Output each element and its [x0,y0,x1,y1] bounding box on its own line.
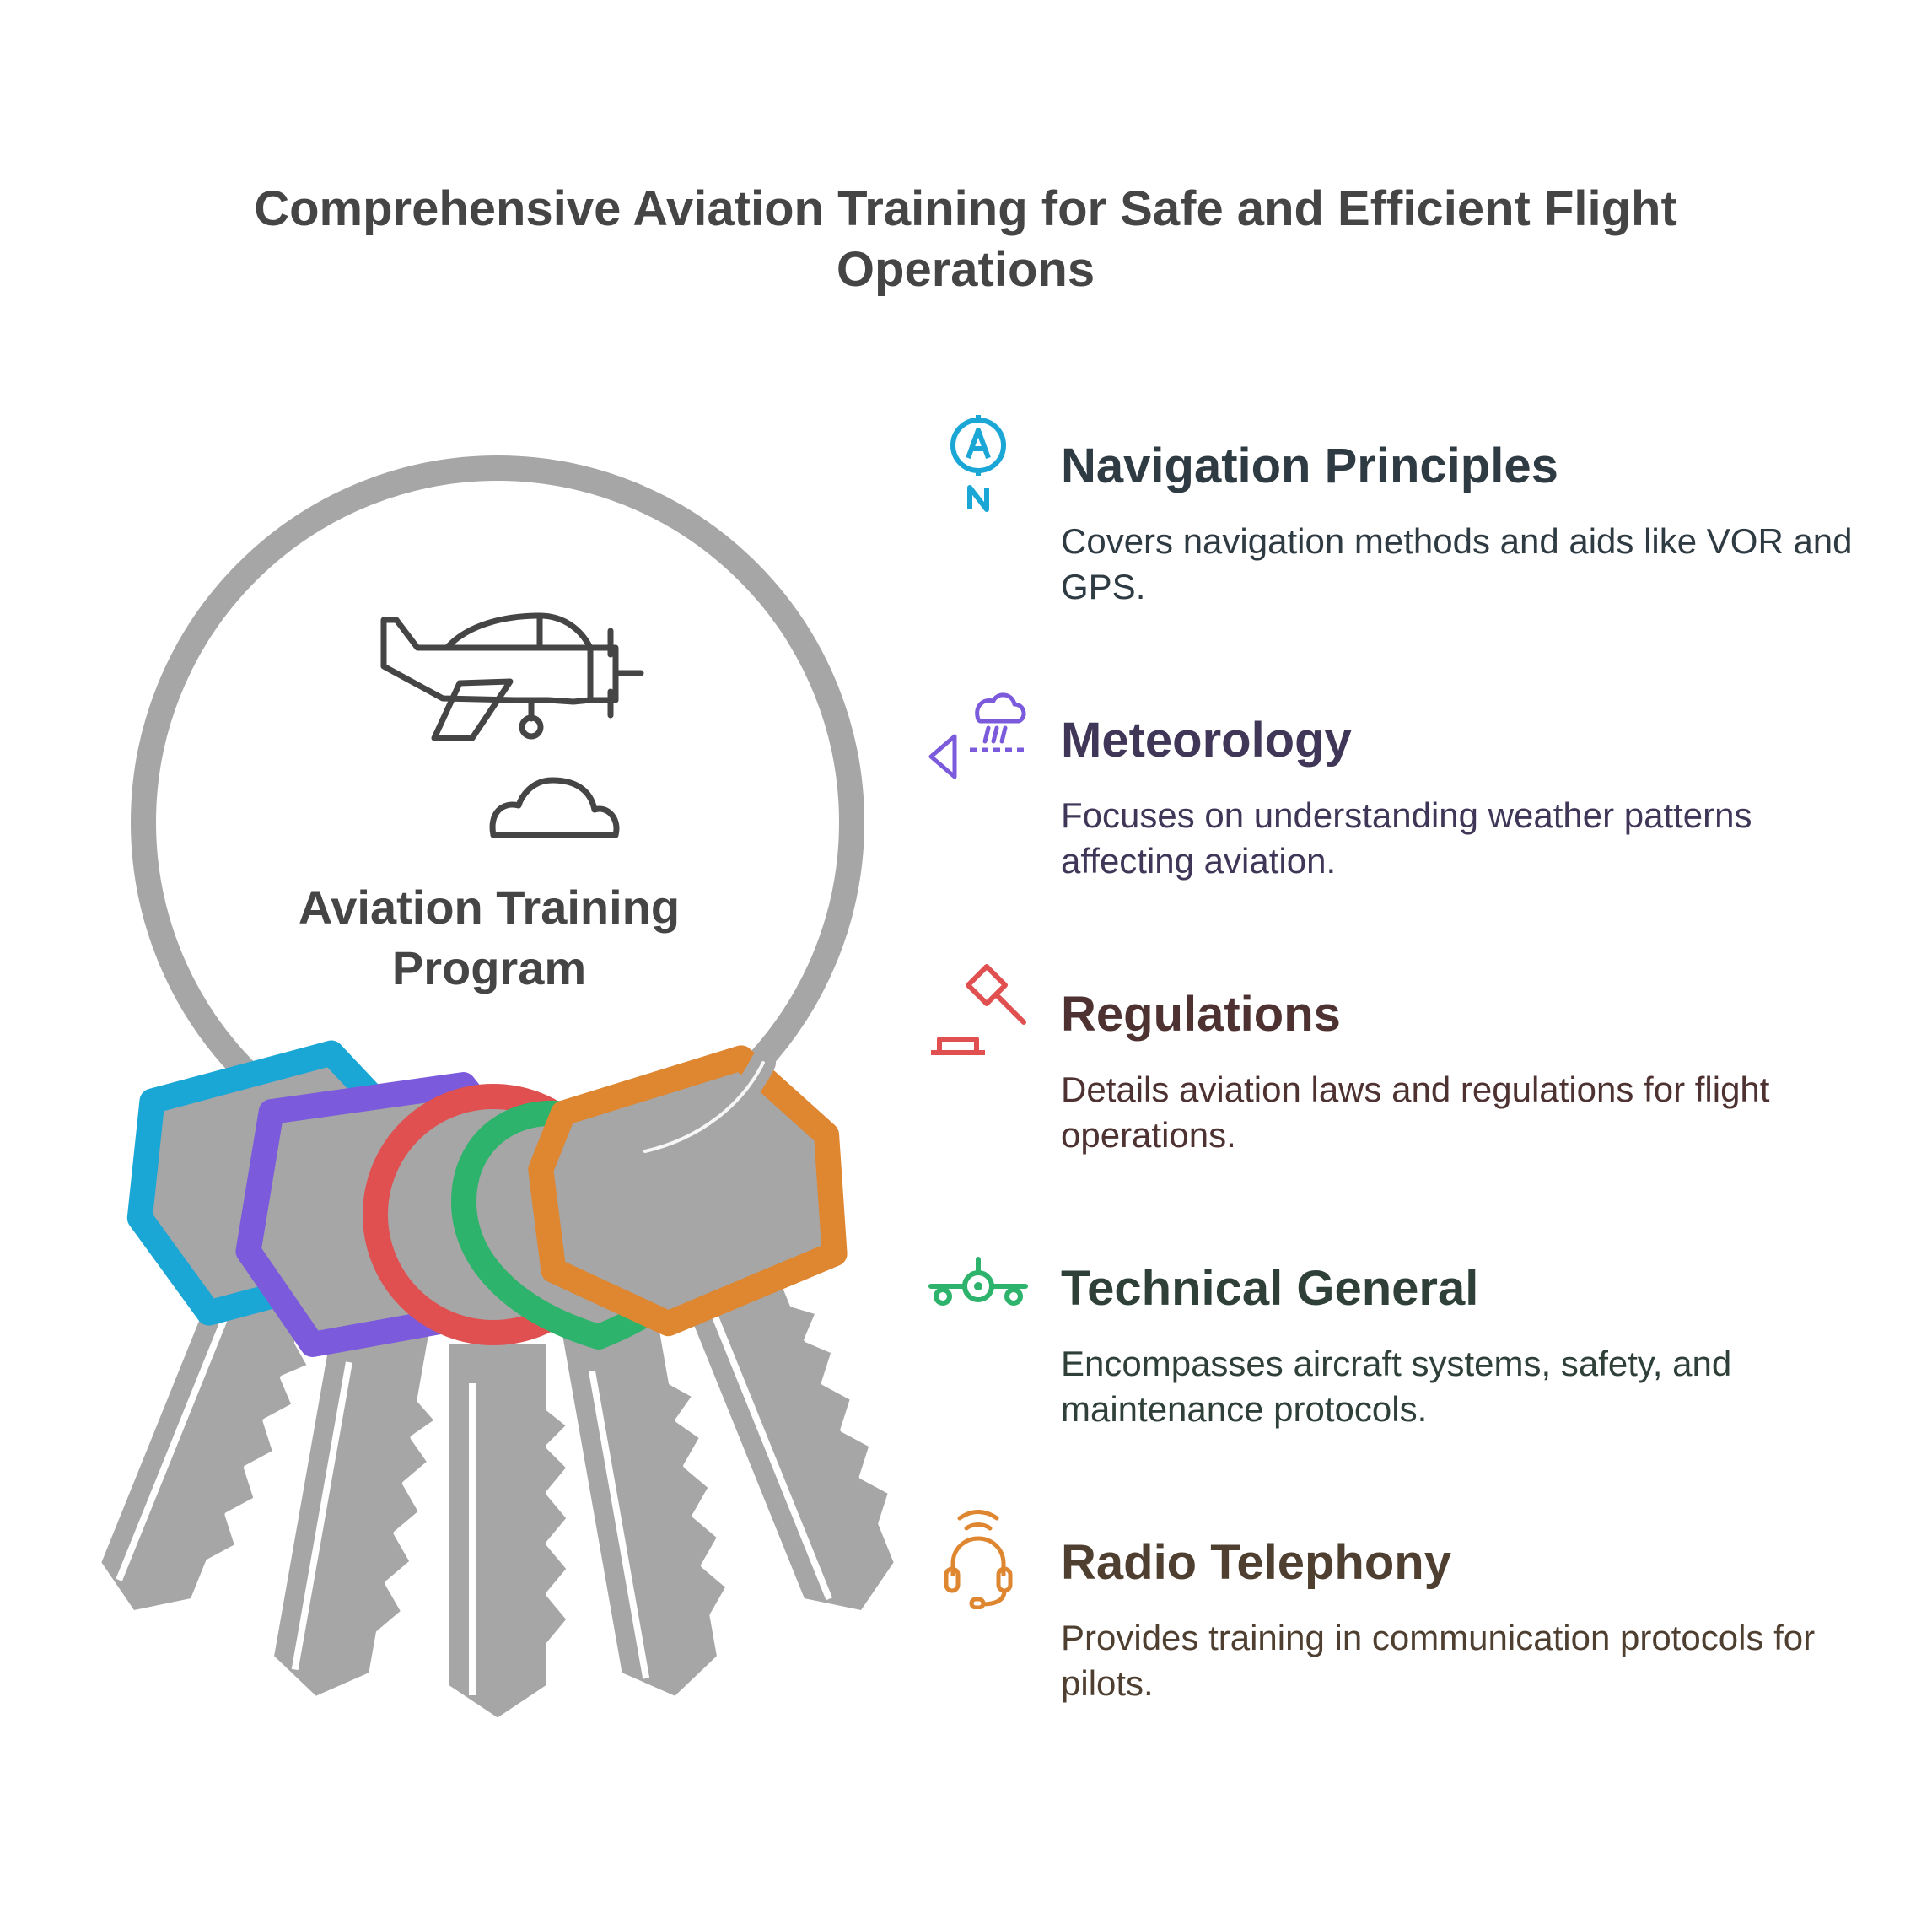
gavel-icon [931,964,1026,1055]
item-meteorology: Meteorology Focuses on understanding wea… [928,692,1897,881]
center-label: Aviation Training Program [298,881,681,994]
item-title: Regulations [1061,987,1341,1042]
item-regulations: Regulations Details aviation laws and re… [928,964,1897,1155]
keys-group [96,1239,899,1723]
item-title: Technical General [1061,1261,1479,1316]
item-description: Focuses on understanding weather pattern… [1061,795,1752,881]
airplane-icon [380,612,644,741]
item-title: Navigation Principles [1061,439,1558,493]
compass-icon [950,415,1006,512]
key-red-blade [444,1339,572,1723]
item-technical-general: Technical General Encompasses aircraft s… [928,1257,1897,1429]
key-ring-illustration [96,455,899,1723]
item-navigation-principles: Navigation Principles Covers navigation … [928,415,1897,606]
page-title: Comprehensive Aviation Training for Safe… [254,181,1677,297]
key-orange-blade [670,1239,899,1616]
weather-icon [928,692,1026,779]
headset-icon [944,1510,1013,1609]
item-description: Encompasses aircraft systems, safety, an… [1061,1344,1732,1429]
aircraft-front-icon [928,1257,1028,1306]
item-description: Covers navigation methods and aids like … [1061,521,1853,606]
item-radio-telephony: Radio Telephony Provides training in com… [928,1510,1897,1703]
cloud-icon [489,777,620,838]
key-blue-blade [96,1239,325,1616]
item-description: Details aviation laws and regulations fo… [1061,1069,1770,1155]
item-description: Provides training in communication proto… [1061,1618,1816,1703]
key-green-blade [557,1313,731,1702]
key-purple-blade [268,1313,440,1702]
item-title: Radio Telephony [1061,1535,1451,1590]
item-title: Meteorology [1061,713,1352,768]
